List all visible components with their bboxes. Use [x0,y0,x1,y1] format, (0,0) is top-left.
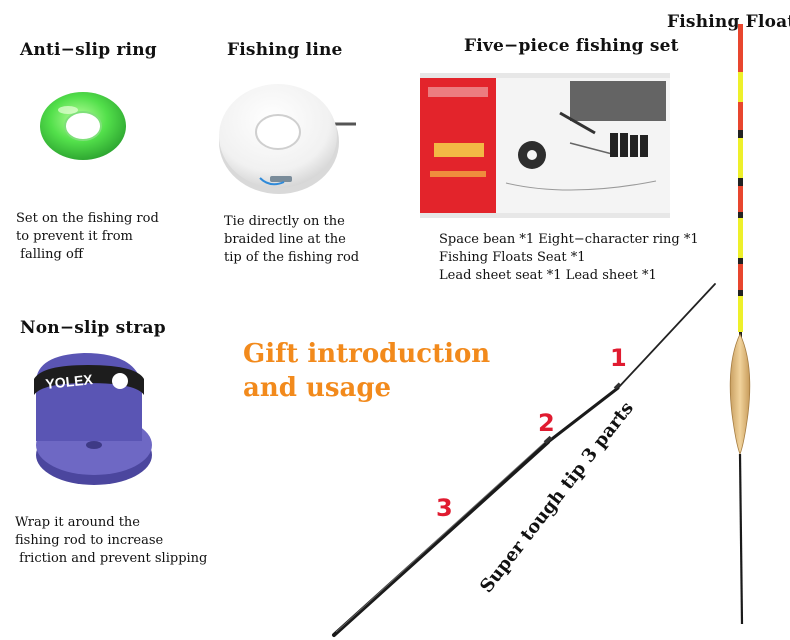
fishing-line-spool-image [214,72,364,200]
five-piece-set-description: Space bean *1 Eight−character ring *1 Fi… [439,232,699,283]
five-piece-set-title: Five−piece fishing set [464,36,679,56]
svg-text:YOLEX: YOLEX [45,371,95,392]
anti-slip-ring-description: Set on the fishing rod to prevent it fro… [16,211,159,262]
anti-slip-ring-image [36,88,130,162]
rod-section-number-1: 1 [610,344,627,372]
gift-introduction-line1: Gift introduction [243,339,491,369]
fishing-line-title: Fishing line [227,40,343,60]
non-slip-strap-title: Non−slip strap [20,318,166,338]
gift-introduction-line2: and usage [243,373,392,403]
five-piece-set-image [420,73,670,218]
fishing-float-title: Fishing Float [667,12,790,32]
non-slip-strap-description: Wrap it around the fishing rod to increa… [15,515,208,566]
rod-tip-image [320,278,730,640]
fishing-line-description: Tie directly on the braided line at the … [224,214,360,265]
non-slip-strap-image: YOLEX [24,345,154,490]
rod-section-number-3: 3 [436,494,453,522]
rod-section-number-2: 2 [538,409,555,437]
anti-slip-ring-title: Anti−slip ring [20,40,157,60]
fishing-float-image [718,14,762,636]
